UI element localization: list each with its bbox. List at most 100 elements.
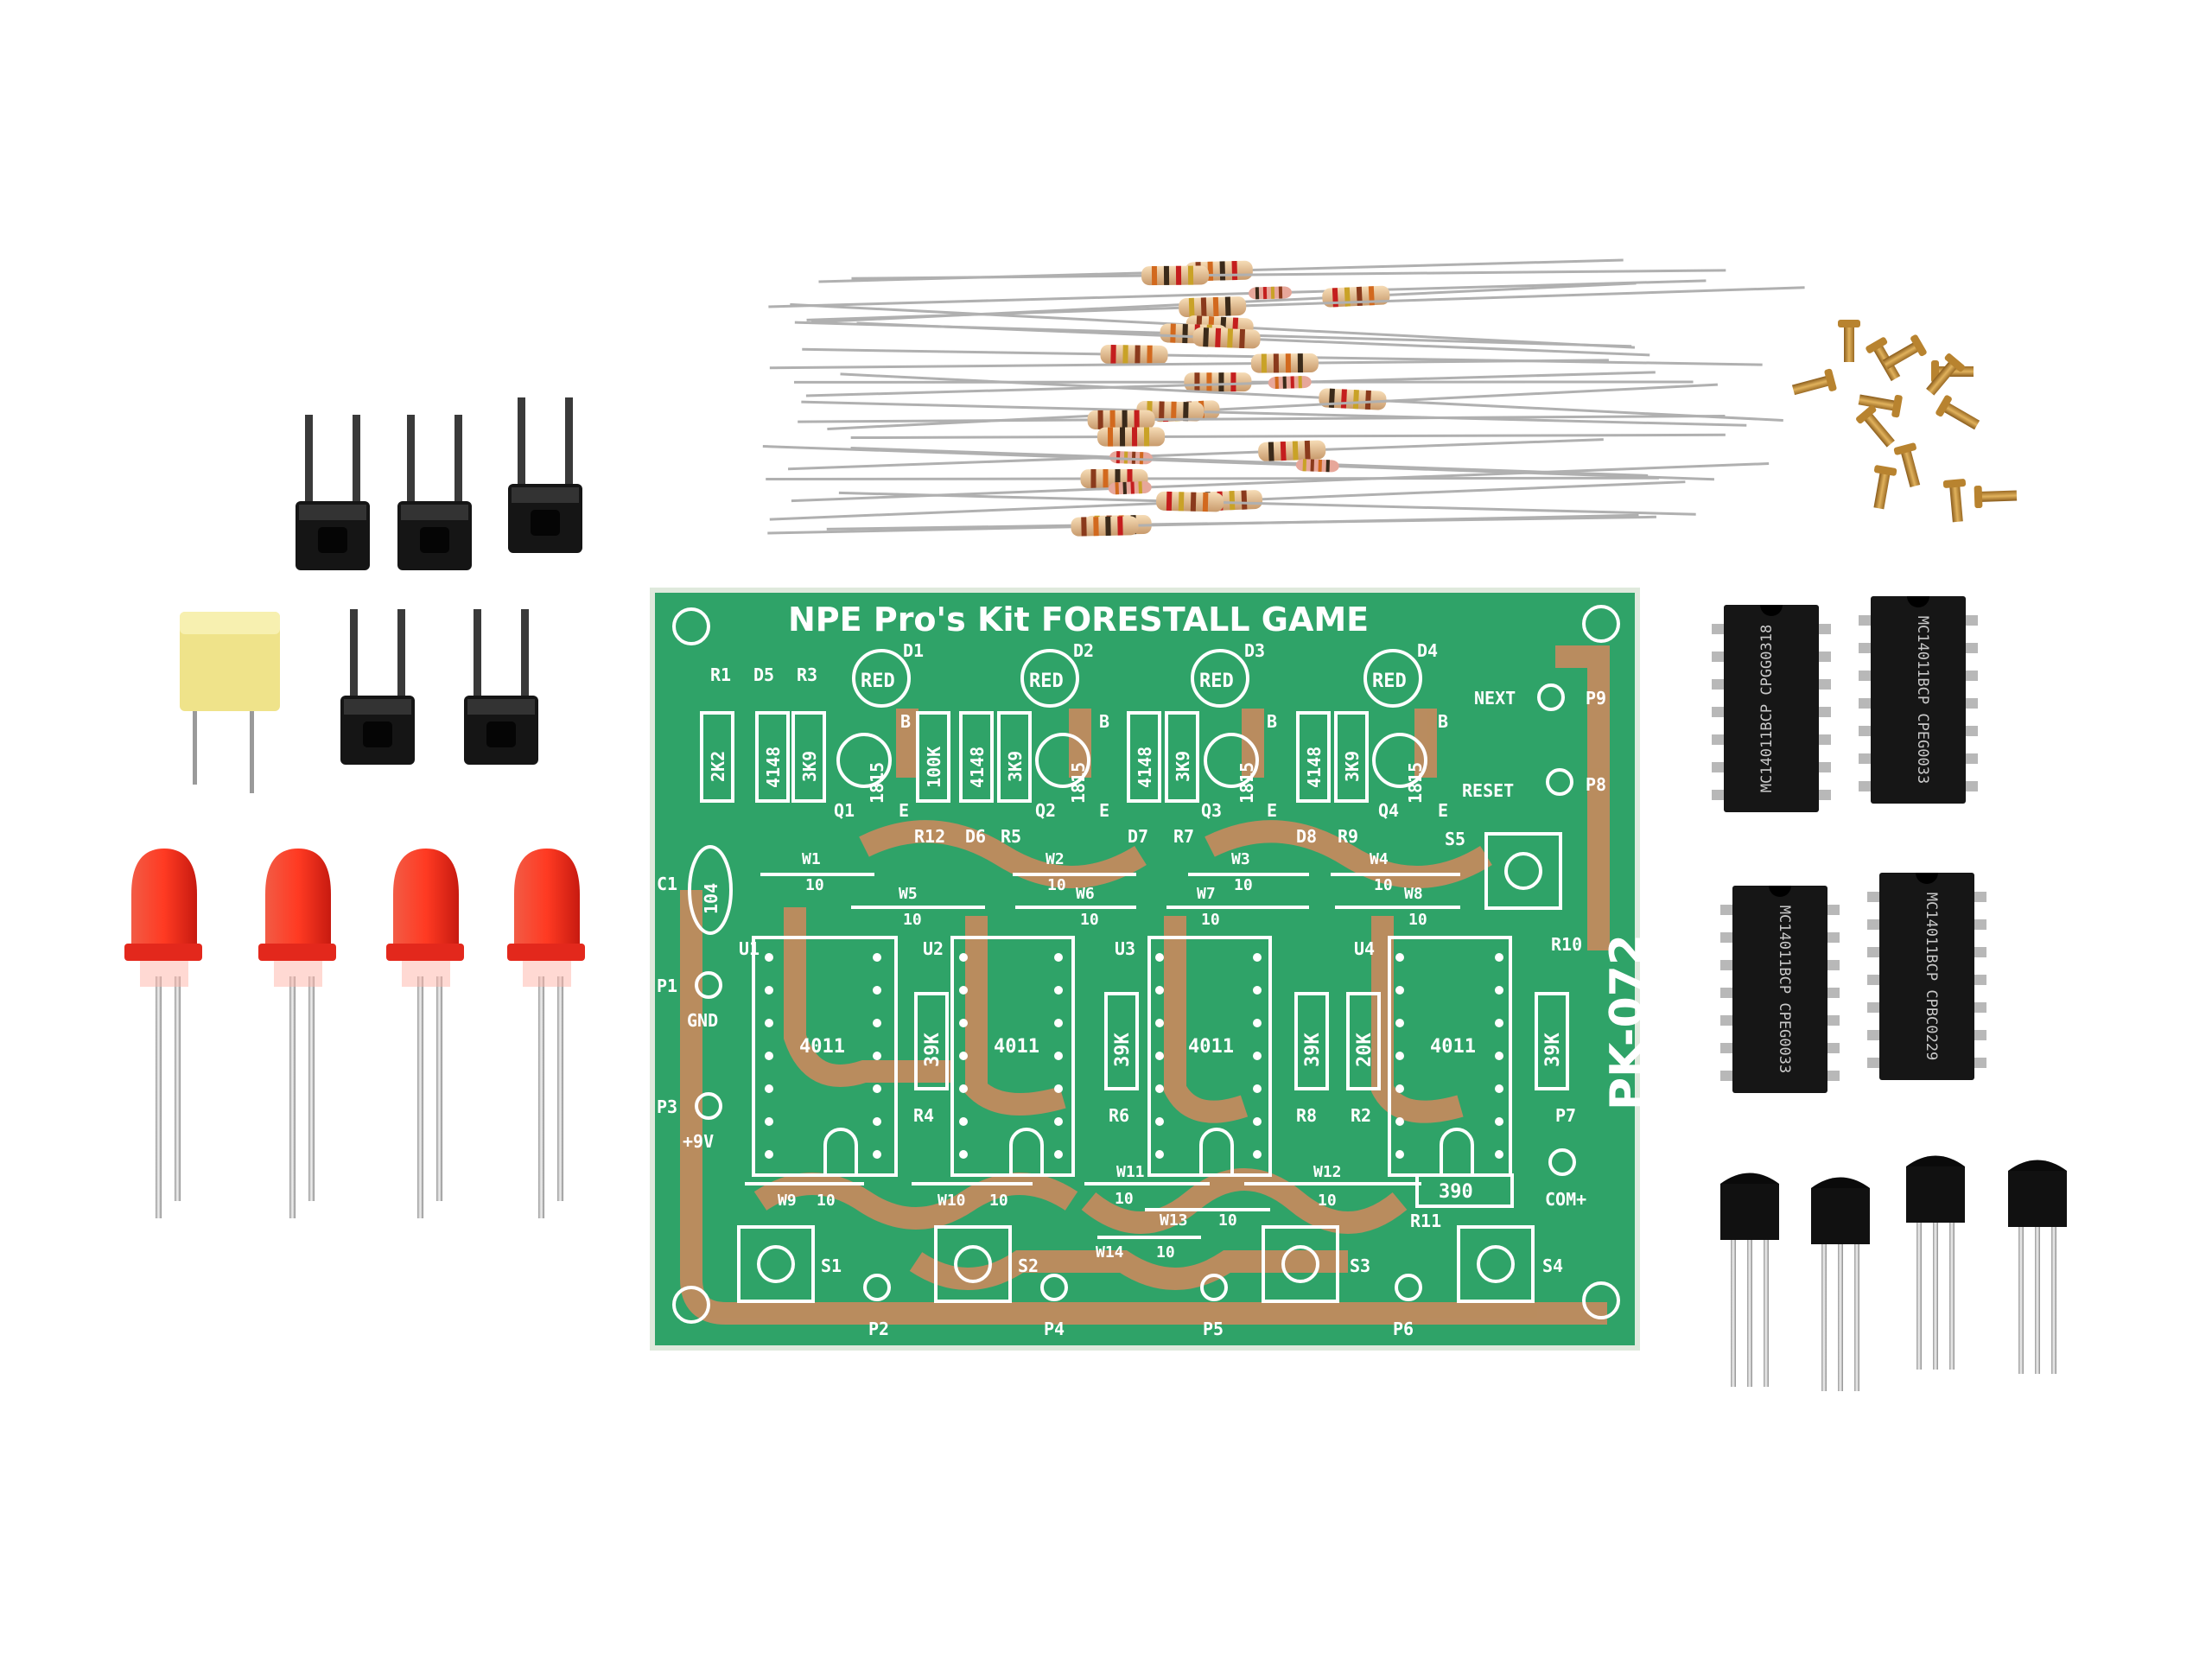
ic-chip: MC14011BCP CPGG0318 bbox=[1712, 605, 1831, 812]
ic-pin-hole bbox=[1253, 1084, 1262, 1093]
ref-r8: R8 bbox=[1296, 1105, 1317, 1126]
ref-s2: S2 bbox=[1018, 1255, 1039, 1276]
value-d6: 4148 bbox=[967, 747, 988, 788]
ref-s3: S3 bbox=[1350, 1255, 1370, 1276]
ref-q1: Q1 bbox=[834, 800, 855, 821]
tactile-switch bbox=[508, 397, 582, 553]
red-led bbox=[386, 849, 464, 1218]
ic-chips: MC14011BCP CPGG0318 MC14011BCP CPEG0033 … bbox=[1712, 596, 1986, 1093]
ic-pin-hole bbox=[1155, 1150, 1164, 1159]
ref-d1: D1 bbox=[903, 640, 924, 661]
ref-c1: C1 bbox=[657, 874, 677, 894]
transistor bbox=[1720, 1173, 1779, 1387]
wire-len: 10 bbox=[805, 876, 824, 894]
wire-len: 10 bbox=[989, 1192, 1008, 1210]
ic-pin-hole bbox=[959, 1019, 968, 1027]
ref-d6: D6 bbox=[965, 826, 986, 847]
wire-w1: W1 bbox=[802, 850, 821, 868]
value-r10: 39K bbox=[1542, 1033, 1564, 1067]
ic-pin-hole bbox=[765, 1150, 773, 1159]
value-q1: 1815 bbox=[867, 762, 887, 804]
ic-pin-hole bbox=[1395, 953, 1404, 962]
resistor bbox=[788, 438, 1604, 471]
red-led bbox=[507, 849, 585, 1218]
brass-rivets bbox=[1790, 320, 2018, 523]
ic-chip: MC14011BCP CPEG0033 bbox=[1859, 596, 1978, 804]
red-leds bbox=[124, 849, 585, 1218]
pad-p3: P3 bbox=[657, 1096, 677, 1117]
ref-r11: R11 bbox=[1410, 1211, 1441, 1231]
ref-s5: S5 bbox=[1445, 829, 1465, 849]
ic-pin-hole bbox=[1495, 1084, 1503, 1093]
ic-pin-hole bbox=[873, 1084, 881, 1093]
value-r9: 3K9 bbox=[1342, 751, 1363, 782]
ref-d2: D2 bbox=[1073, 640, 1094, 661]
transistors bbox=[1720, 1155, 2067, 1391]
value-r11: 390 bbox=[1439, 1181, 1473, 1203]
ic-pin-hole bbox=[1253, 953, 1262, 962]
value-r5: 3K9 bbox=[1005, 751, 1026, 782]
wire-w4: W4 bbox=[1370, 850, 1389, 868]
wire-len: 10 bbox=[903, 911, 922, 929]
ic-pin-hole bbox=[1054, 1019, 1063, 1027]
resistor bbox=[838, 491, 1696, 516]
red-led bbox=[124, 849, 202, 1218]
wire-len: 10 bbox=[1374, 876, 1393, 894]
value-r7: 3K9 bbox=[1173, 751, 1193, 782]
pad-9v: +9V bbox=[683, 1131, 714, 1152]
chip-marking: MC14011BCP CPEG0033 bbox=[1914, 616, 1931, 784]
value-r3: 3K9 bbox=[799, 751, 820, 782]
tactile-switch bbox=[464, 609, 538, 765]
led-label: RED bbox=[1029, 671, 1064, 692]
ic-pin-hole bbox=[873, 986, 881, 995]
pad-next: NEXT bbox=[1474, 688, 1516, 709]
value-u4: 4011 bbox=[1430, 1036, 1476, 1058]
ic-pin-hole bbox=[873, 1117, 881, 1126]
value-r2: 20K bbox=[1354, 1033, 1376, 1067]
ic-pin-hole bbox=[1155, 986, 1164, 995]
ref-d8: D8 bbox=[1296, 826, 1317, 847]
ref-u3: U3 bbox=[1115, 938, 1135, 959]
pad-p4: P4 bbox=[1044, 1319, 1065, 1339]
resistor-bundle bbox=[762, 258, 1805, 537]
pcb-model: PK-072 bbox=[1601, 934, 1653, 1110]
value-q3: 1815 bbox=[1236, 762, 1257, 804]
ref-r6: R6 bbox=[1109, 1105, 1129, 1126]
ref-q3: Q3 bbox=[1201, 800, 1222, 821]
resistor bbox=[762, 445, 1714, 481]
ic-pin-hole bbox=[1495, 986, 1503, 995]
ic-pin-hole bbox=[959, 1052, 968, 1060]
resistor bbox=[850, 427, 1726, 447]
ic-pin-hole bbox=[765, 1019, 773, 1027]
ic-pin-hole bbox=[1155, 1019, 1164, 1027]
resistor bbox=[818, 258, 1624, 283]
value-d5: 4148 bbox=[763, 747, 784, 788]
pcb-title: NPE Pro's Kit FORESTALL GAME bbox=[788, 601, 1369, 639]
ic-chip: MC14011BCP CPEG0033 bbox=[1720, 886, 1840, 1093]
pad-p6: P6 bbox=[1393, 1319, 1414, 1339]
tactile-switch bbox=[296, 415, 370, 570]
value-r6: 39K bbox=[1112, 1033, 1134, 1067]
ic-pin-hole bbox=[1495, 1019, 1503, 1027]
pad-p8: P8 bbox=[1586, 774, 1606, 795]
label-b: B bbox=[900, 711, 911, 732]
ic-pin-hole bbox=[1495, 953, 1503, 962]
wire-len: 10 bbox=[1318, 1192, 1337, 1210]
value-r8: 39K bbox=[1302, 1033, 1324, 1067]
ref-r9: R9 bbox=[1338, 826, 1358, 847]
chip-marking: MC14011BCP CPGG0318 bbox=[1758, 625, 1776, 792]
ref-r4: R4 bbox=[913, 1105, 934, 1126]
ref-d7: D7 bbox=[1128, 826, 1148, 847]
ic-pin-hole bbox=[959, 1117, 968, 1126]
ic-pin-hole bbox=[959, 1084, 968, 1093]
tactile-switch bbox=[397, 415, 472, 570]
value-r1: 2K2 bbox=[708, 751, 728, 782]
value-q4: 1815 bbox=[1405, 762, 1426, 804]
ic-pin-hole bbox=[1054, 1117, 1063, 1126]
pad-p7: P7 bbox=[1555, 1105, 1576, 1126]
pad-p5: P5 bbox=[1203, 1319, 1224, 1339]
resistor bbox=[851, 265, 1726, 286]
label-b: B bbox=[1267, 711, 1277, 732]
led-label: RED bbox=[861, 671, 895, 692]
